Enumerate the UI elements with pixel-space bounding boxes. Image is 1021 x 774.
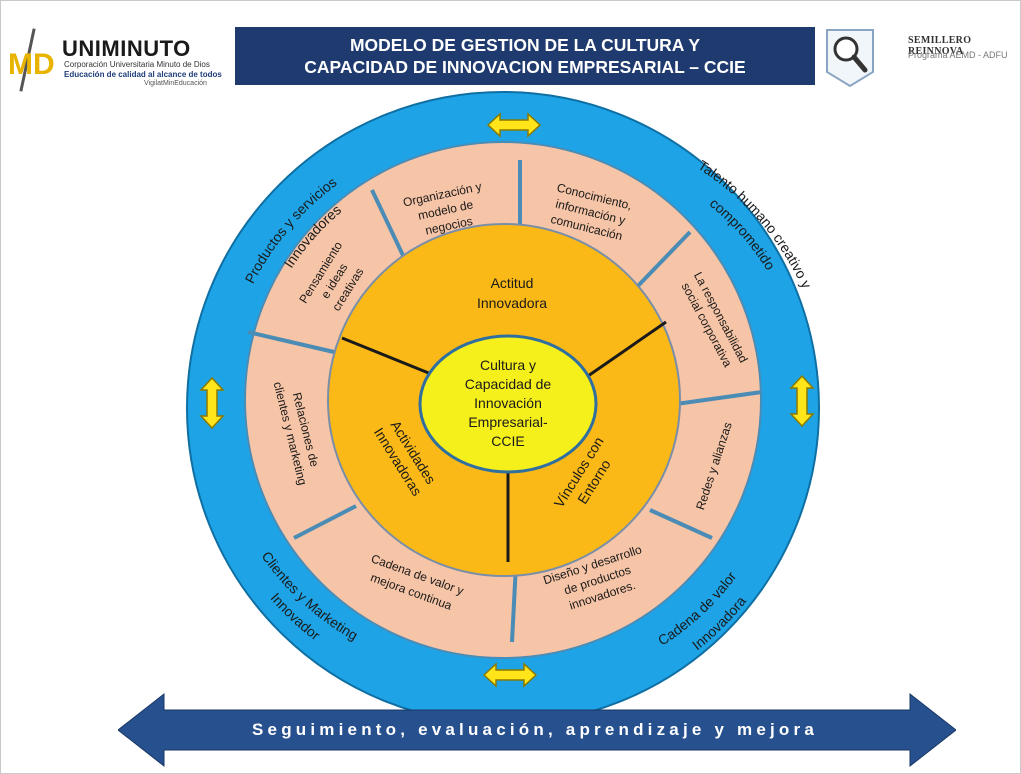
center-line-2: Capacidad de xyxy=(465,376,552,392)
double-arrow-icon xyxy=(199,376,225,430)
badge-name: SEMILLERO REINNOVA xyxy=(908,35,972,57)
university-note: VigilatMinEducación xyxy=(144,80,207,87)
page-title: MODELO DE GESTION DE LA CULTURA Y CAPACI… xyxy=(235,27,815,85)
center-line-4: Empresarial- xyxy=(468,414,548,430)
center-circle xyxy=(418,334,598,474)
title-line-2: CAPACIDAD DE INNOVACION EMPRESARIAL – CC… xyxy=(304,57,746,77)
badge-subtitle: Programa AEMD - ADFU xyxy=(908,50,1008,60)
title-line-1: MODELO DE GESTION DE LA CULTURA Y xyxy=(349,35,700,55)
university-name: UNIMINUTO xyxy=(62,36,191,61)
university-subtitle: Corporación Universitaria Minuto de Dios xyxy=(64,60,210,69)
uniminuto-logo: MD UNIMINUTO Corporación Universitaria M… xyxy=(4,22,232,96)
double-arrow-icon xyxy=(482,662,538,688)
inner-top-line-1: Actitud xyxy=(491,275,534,291)
center-line-3: Innovación xyxy=(474,395,542,411)
magnifier-icon xyxy=(826,29,874,88)
md-logo-letters: MD xyxy=(8,48,55,81)
inner-dividers xyxy=(341,320,667,562)
center-line-5: CCIE xyxy=(491,433,524,449)
md-logo-mark: MD xyxy=(8,28,58,92)
footer-banner-text: Seguimiento, evaluación, aprendizaje y m… xyxy=(252,720,818,739)
double-arrow-icon xyxy=(789,374,815,428)
bottom-double-arrow xyxy=(118,692,956,768)
inner-top-line-2: Innovadora xyxy=(477,295,547,311)
double-arrow-icon xyxy=(486,112,542,138)
center-line-1: Cultura y xyxy=(480,357,536,373)
university-slogan: Educación de calidad al alcance de todos xyxy=(64,70,222,79)
